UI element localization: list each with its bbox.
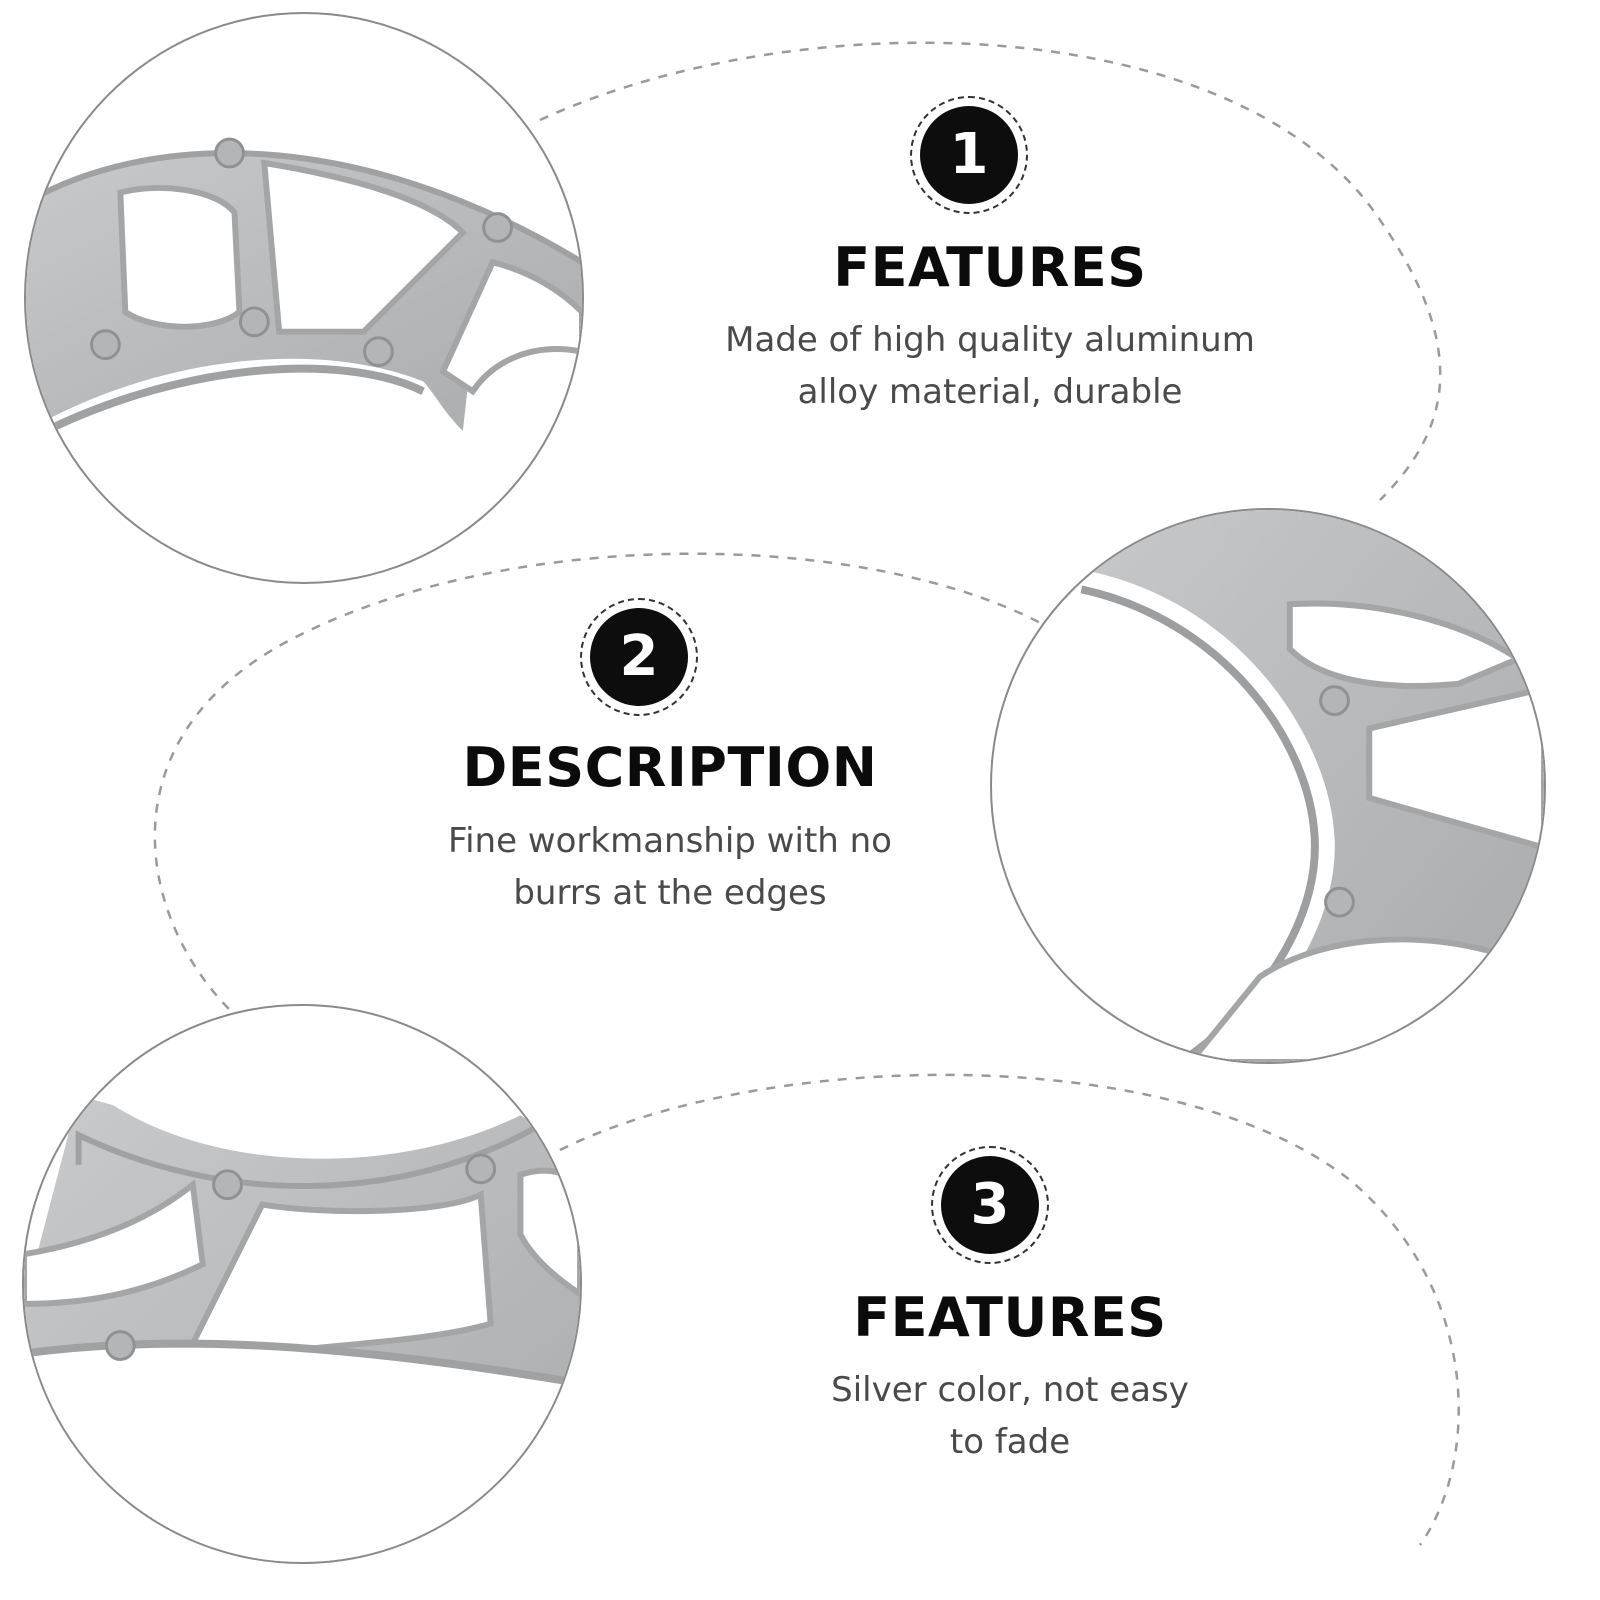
section-2-description-line-2: burrs at the edges	[513, 873, 827, 913]
aluminum-plate-image-1	[26, 137, 582, 445]
section-3-description: Silver color, not easy to fade	[690, 1364, 1330, 1468]
aluminum-plate-image-3	[24, 1095, 580, 1562]
step-number-2: 2	[590, 608, 688, 706]
section-1-description-line-1: Made of high quality aluminum	[725, 320, 1255, 360]
section-1-description-line-2: alloy material, durable	[797, 372, 1183, 412]
section-2-description-line-1: Fine workmanship with no	[448, 821, 892, 861]
section-3-description-line-1: Silver color, not easy	[831, 1370, 1189, 1410]
product-closeup-top-left	[24, 12, 584, 584]
step-badge-3: 3	[931, 1146, 1049, 1264]
section-1-description: Made of high quality aluminum alloy mate…	[640, 314, 1340, 418]
dashed-curve-middle	[153, 552, 1071, 1011]
section-2-title: DESCRIPTION	[462, 736, 878, 799]
step-number-3: 3	[941, 1156, 1039, 1254]
aluminum-plate-image-2	[1080, 510, 1544, 1062]
section-1-title: FEATURES	[833, 236, 1147, 299]
product-closeup-bottom-left	[22, 1004, 582, 1564]
dashed-curve-top	[539, 41, 1442, 501]
section-2-description: Fine workmanship with no burrs at the ed…	[340, 815, 1000, 919]
product-closeup-middle-right	[990, 508, 1546, 1064]
step-badge-2: 2	[580, 598, 698, 716]
step-badge-1: 1	[910, 96, 1028, 214]
section-3-description-line-2: to fade	[949, 1422, 1071, 1462]
section-3-title: FEATURES	[853, 1286, 1167, 1349]
step-number-1: 1	[920, 106, 1018, 204]
